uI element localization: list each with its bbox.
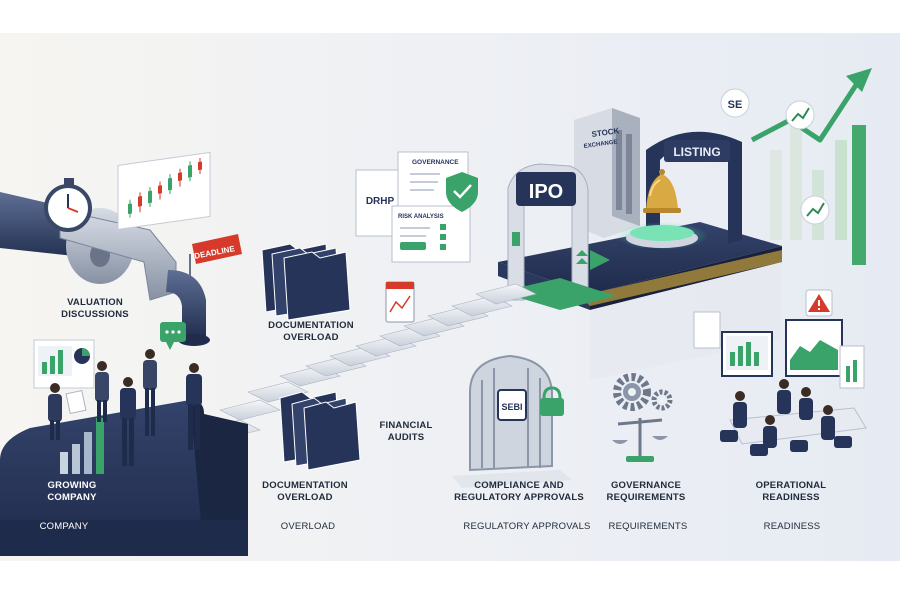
warning-icon	[805, 289, 833, 317]
operations-desk	[693, 311, 867, 456]
calendar-icon	[385, 281, 415, 323]
footer-label-readiness: READINESS	[763, 521, 821, 532]
deadline-sign: DEADLINE	[189, 234, 242, 276]
check-shield-icon	[446, 172, 478, 212]
lock-icon	[540, 386, 564, 416]
drhp-sign: DRHP	[366, 196, 395, 207]
candlestick-chart-icon	[117, 151, 211, 230]
gear-icon	[613, 373, 673, 411]
drhp-documents: DRHP GOVERNANCE RISK ANALYSIS	[355, 151, 471, 263]
folder-icon	[261, 243, 351, 321]
bell-icon	[616, 169, 708, 250]
svg-text:EXCHANGE: EXCHANGE	[583, 139, 618, 150]
footer-label-overload: OVERLOAD	[280, 521, 336, 532]
green-carpet	[500, 278, 616, 310]
footer-label-regulatory: REGULATORY APPROVALS	[463, 521, 591, 532]
trend-badges: SE	[720, 88, 830, 225]
listing-platform	[498, 222, 782, 380]
sebi-emblem: SEBI	[501, 402, 522, 412]
svg-text:SE: SE	[728, 99, 743, 111]
footer-label-requirements: REQUIREMENTS	[608, 521, 688, 532]
folder-stack-bottom	[279, 391, 361, 471]
footer-label-company: COMPANY	[39, 521, 89, 532]
sebi-gate: SEBI	[452, 354, 572, 488]
listing-sign: LISTING	[673, 145, 720, 159]
chat-bubble-icon	[160, 322, 186, 350]
stock-exchange-sign: STOCK	[591, 126, 620, 139]
svg-text:RISK ANALYSIS: RISK ANALYSIS	[398, 214, 444, 220]
company-dashboard	[33, 339, 95, 389]
growth-bars	[60, 418, 104, 474]
staircase	[199, 283, 537, 441]
stopwatch-icon	[44, 178, 92, 232]
scales-icon	[612, 418, 668, 462]
ipo-sign: IPO	[529, 181, 563, 203]
team-left	[48, 349, 202, 466]
stock-exchange-building: STOCK EXCHANGE	[574, 108, 640, 238]
trend-arrow-icon	[750, 68, 872, 265]
svg-text:GOVERNANCE: GOVERNANCE	[412, 159, 459, 166]
